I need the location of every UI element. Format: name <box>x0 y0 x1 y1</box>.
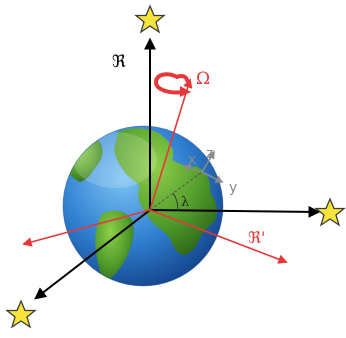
rotating-frame-axes <box>22 78 288 264</box>
star-icon <box>134 4 166 34</box>
latitude-label: λ <box>181 195 189 210</box>
local-x-label: x <box>188 152 196 168</box>
local-z-label: z <box>206 146 213 162</box>
rotation-axis <box>149 78 193 211</box>
star-icon <box>5 299 37 329</box>
earth-globe-icon <box>62 125 224 287</box>
rotating-y-axis <box>22 209 151 247</box>
omega-label: Ω <box>196 69 210 89</box>
local-z-axis <box>201 150 215 173</box>
local-x-axis <box>182 164 203 173</box>
rotation-arrow-icon <box>153 72 191 97</box>
frame-rotating-label: ℜ' <box>248 228 265 247</box>
rotating-x-axis <box>149 209 288 264</box>
star-icon <box>314 197 346 227</box>
inertial-y-axis <box>34 209 151 300</box>
local-y-axis <box>201 171 224 183</box>
frame-main-label: ℜ <box>112 52 126 72</box>
local-frame-axes <box>149 150 224 212</box>
latitude-guide-line <box>149 171 203 211</box>
local-y-label: y <box>229 180 237 196</box>
latitude-arc <box>172 192 179 212</box>
